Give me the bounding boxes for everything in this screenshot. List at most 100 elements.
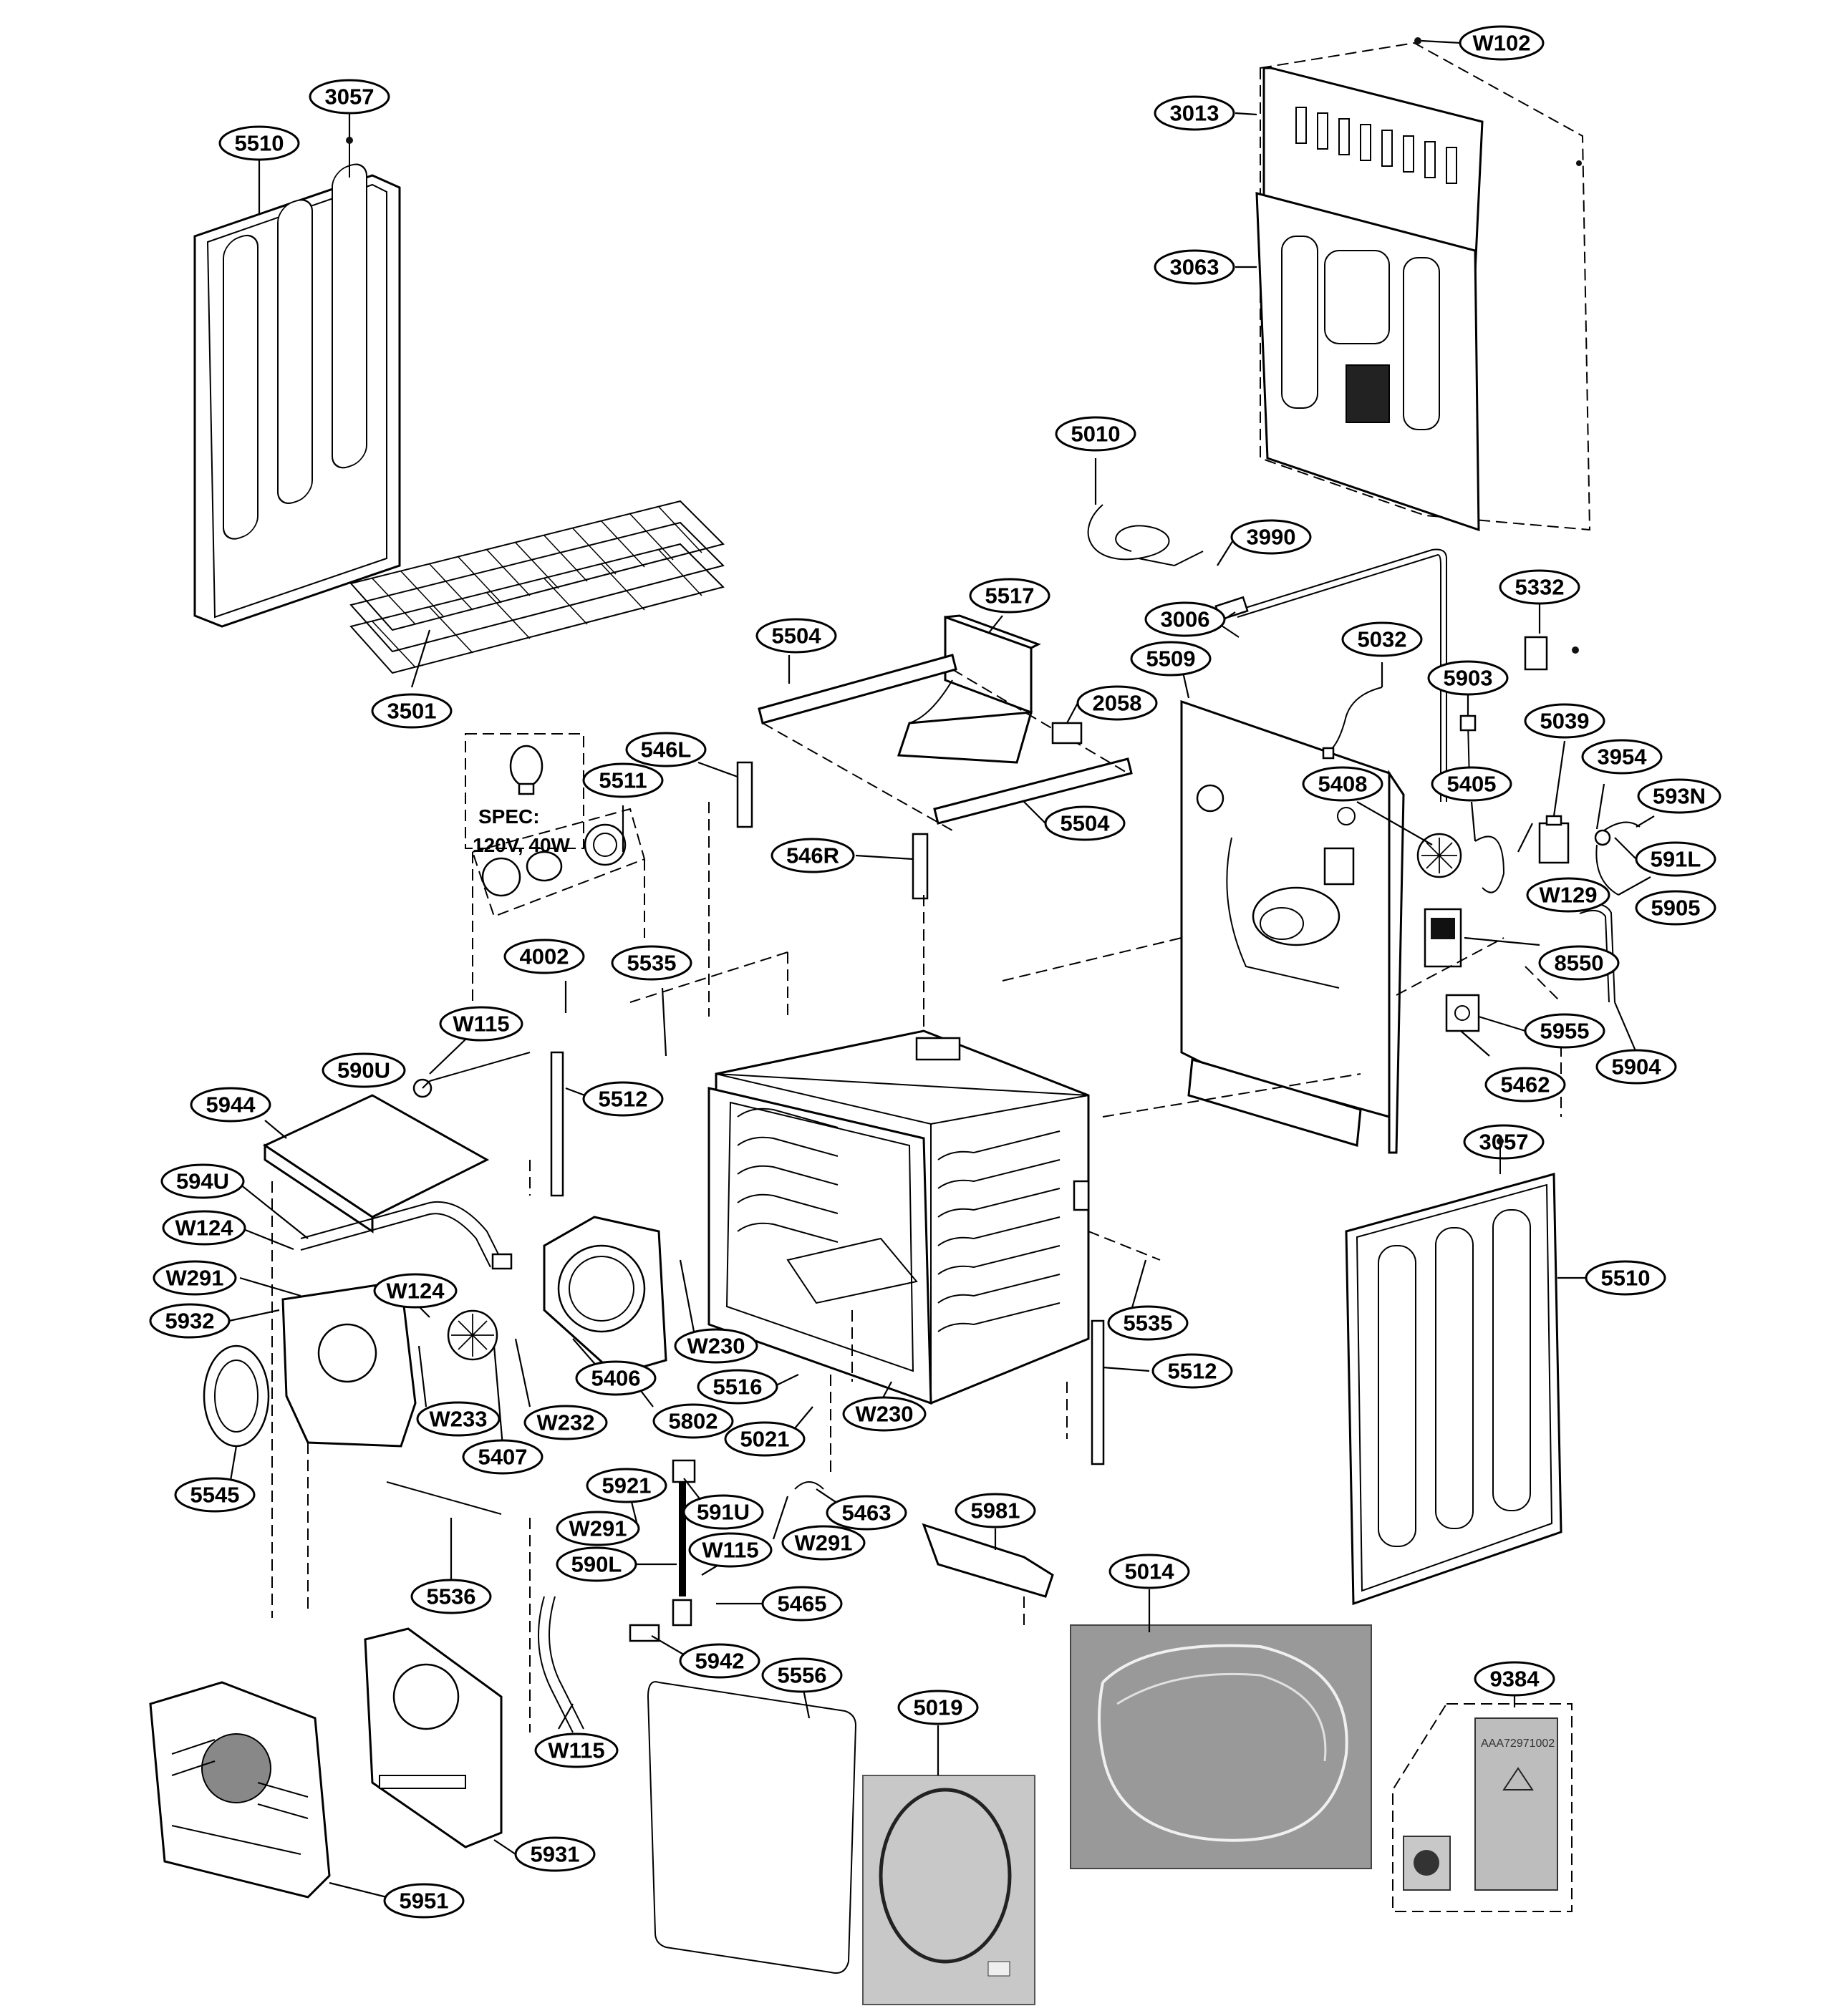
side-rails-5512	[529, 1051, 1105, 1465]
callout-546R: 546R	[771, 838, 855, 873]
side-panel-right	[1345, 1138, 1562, 1606]
switch-5332	[1524, 636, 1579, 671]
svg-text:W115: W115	[453, 1012, 509, 1037]
callout-W115-bottom: W115	[534, 1732, 619, 1768]
callout-5039: 5039	[1524, 703, 1605, 739]
callout-546L: 546L	[625, 732, 707, 767]
callout-5512-left: 5512	[582, 1081, 664, 1117]
svg-text:W129: W129	[1540, 883, 1598, 908]
hinge-receivers	[708, 761, 929, 1145]
svg-text:5517: 5517	[985, 583, 1035, 609]
callout-5463: 5463	[826, 1495, 907, 1531]
svg-text:5944: 5944	[206, 1092, 256, 1118]
svg-text:W230: W230	[856, 1402, 914, 1427]
callout-5032: 5032	[1341, 621, 1423, 657]
svg-text:5535: 5535	[1124, 1311, 1173, 1336]
svg-text:W124: W124	[175, 1216, 234, 1241]
callout-5903: 5903	[1427, 660, 1509, 696]
svg-text:594U: 594U	[176, 1169, 229, 1194]
callout-591L: 591L	[1635, 841, 1716, 877]
side-panel-left	[193, 137, 401, 628]
callout-3013: 3013	[1154, 95, 1235, 131]
callout-5904: 5904	[1595, 1049, 1677, 1085]
igniter-5463	[794, 1481, 824, 1490]
vent-duct	[897, 614, 1041, 764]
oven-racks	[349, 500, 725, 674]
gasket-5545	[203, 1344, 270, 1448]
relay-5039	[1538, 815, 1570, 864]
svg-text:2058: 2058	[1093, 691, 1142, 716]
svg-text:W115: W115	[702, 1538, 758, 1563]
svg-text:W291: W291	[166, 1266, 224, 1291]
callout-W232: W232	[523, 1405, 608, 1440]
callout-3057: 3057	[309, 79, 390, 115]
lamp-spec-line1: SPEC:	[478, 805, 540, 828]
svg-text:5021: 5021	[740, 1427, 790, 1452]
svg-text:3057: 3057	[1479, 1130, 1529, 1155]
svg-text:5408: 5408	[1318, 772, 1368, 797]
callout-2058: 2058	[1076, 685, 1158, 721]
callout-5510: 5510	[218, 125, 300, 161]
callout-594U: 594U	[160, 1163, 245, 1199]
cable-photo-5019	[862, 1775, 1035, 2005]
svg-text:5504: 5504	[1061, 811, 1111, 836]
svg-text:5510: 5510	[1601, 1266, 1651, 1291]
svg-text:5332: 5332	[1515, 575, 1565, 600]
callout-5465: 5465	[761, 1586, 843, 1622]
callout-W129: W129	[1526, 877, 1610, 913]
callout-W115-mid: W115	[688, 1532, 773, 1568]
callout-5510-right: 5510	[1585, 1260, 1666, 1296]
svg-text:5535: 5535	[627, 951, 677, 976]
callout-W124-mid: W124	[373, 1273, 458, 1309]
callout-5462: 5462	[1484, 1067, 1566, 1102]
harness-photo-5014	[1070, 1624, 1372, 1869]
svg-text:3501: 3501	[387, 699, 437, 724]
wire-harness-5010	[1087, 504, 1204, 567]
svg-text:591L: 591L	[1651, 847, 1701, 872]
callout-5942: 5942	[679, 1643, 760, 1679]
fan-blade-5407	[447, 1309, 498, 1361]
svg-text:4002: 4002	[520, 944, 569, 969]
callout-5802: 5802	[652, 1403, 734, 1439]
front-cover-5951	[149, 1681, 331, 1899]
callout-W291-right: W291	[781, 1525, 866, 1561]
svg-text:3063: 3063	[1170, 255, 1219, 280]
oven-cavity	[707, 1029, 1090, 1405]
rear-panels	[1255, 37, 1591, 532]
callout-5332: 5332	[1499, 569, 1580, 605]
bracket-2058	[1051, 722, 1083, 745]
callout-5408: 5408	[1302, 766, 1383, 802]
svg-text:5931: 5931	[531, 1842, 580, 1867]
svg-text:5405: 5405	[1447, 772, 1497, 797]
callout-590L: 590L	[556, 1546, 637, 1582]
callout-3057-right: 3057	[1463, 1124, 1545, 1160]
callout-5019: 5019	[897, 1690, 979, 1725]
callout-5931: 5931	[514, 1836, 596, 1872]
svg-text:5010: 5010	[1071, 422, 1121, 447]
callout-W230-top: W230	[674, 1328, 758, 1364]
callout-4002: 4002	[503, 939, 585, 974]
svg-text:5407: 5407	[478, 1445, 528, 1470]
svg-text:5510: 5510	[235, 131, 284, 156]
callout-5516: 5516	[697, 1369, 778, 1405]
svg-text:590L: 590L	[571, 1552, 622, 1577]
callout-W233: W233	[416, 1401, 501, 1437]
svg-text:593N: 593N	[1653, 784, 1706, 809]
callout-W115-top: W115	[439, 1006, 523, 1042]
svg-text:5802: 5802	[669, 1409, 718, 1434]
callout-W102: W102	[1459, 25, 1545, 61]
trim-strips-5504	[758, 654, 1133, 831]
svg-text:3954: 3954	[1598, 745, 1648, 770]
callout-3063: 3063	[1154, 249, 1235, 285]
callout-5535-right: 5535	[1107, 1305, 1189, 1341]
callout-5536: 5536	[410, 1579, 492, 1614]
svg-text:546L: 546L	[641, 737, 692, 762]
svg-text:590U: 590U	[337, 1058, 390, 1083]
callout-5517: 5517	[969, 578, 1050, 614]
svg-text:9384: 9384	[1490, 1667, 1540, 1692]
fan-panel-5932	[281, 1280, 417, 1448]
callout-590U: 590U	[322, 1052, 406, 1088]
svg-text:8550: 8550	[1555, 951, 1604, 976]
callout-3006: 3006	[1144, 601, 1226, 637]
callout-5545: 5545	[174, 1477, 256, 1513]
